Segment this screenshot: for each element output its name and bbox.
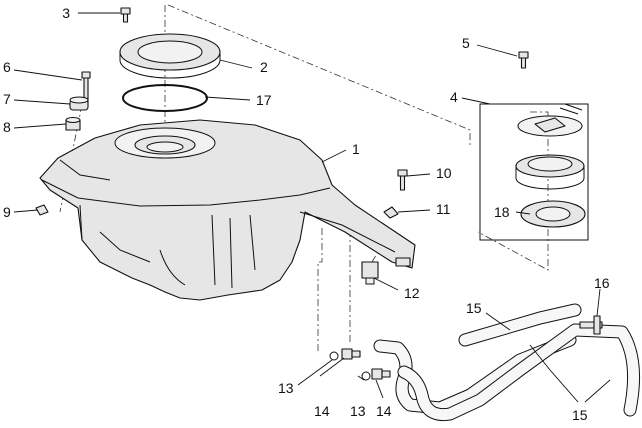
callout-14-right: 14	[376, 403, 392, 419]
hose-clamp-b	[361, 371, 371, 381]
callout-7: 7	[3, 91, 11, 107]
bush-8	[65, 117, 81, 131]
callout-16: 16	[594, 275, 610, 291]
o-ring	[122, 84, 208, 112]
callout-15-bottom: 15	[572, 407, 588, 423]
callout-10: 10	[436, 165, 452, 181]
callout-labels: 3 2 17 6 7 8 9 1 4 5 10 11 12 18 13 14 1…	[3, 5, 610, 423]
callout-13-left: 13	[278, 380, 294, 396]
callout-2: 2	[260, 59, 268, 75]
callout-17: 17	[256, 92, 272, 108]
fuel-hose-long	[397, 323, 641, 422]
callout-6: 6	[3, 59, 11, 75]
callout-18: 18	[494, 204, 510, 220]
fuel-hose-short	[373, 333, 577, 415]
callout-11: 11	[436, 201, 451, 217]
leader-lines	[13, 12, 611, 403]
fuel-tank	[39, 119, 416, 301]
callout-3: 3	[62, 5, 70, 21]
callout-15-top: 15	[466, 300, 482, 316]
callout-1: 1	[352, 141, 360, 157]
clip-9	[35, 204, 49, 216]
callout-4: 4	[450, 89, 458, 105]
fitting-b	[371, 368, 391, 380]
fuel-cap-assembly	[479, 51, 589, 241]
screw-10	[397, 169, 408, 191]
callout-9: 9	[3, 204, 11, 220]
callout-14-left: 14	[314, 403, 330, 419]
rubber-mount-12	[361, 261, 379, 285]
callout-12: 12	[404, 285, 420, 301]
screw-3	[120, 7, 131, 23]
fitting-a	[341, 348, 361, 360]
callout-8: 8	[3, 119, 11, 135]
callout-5: 5	[462, 35, 470, 51]
hose-clamp-a	[329, 351, 339, 361]
callout-13-right: 13	[350, 403, 366, 419]
flange-ring	[119, 33, 221, 79]
fuel-hose-upper	[458, 303, 582, 347]
spacer-7	[69, 96, 89, 111]
clip-11	[383, 206, 399, 219]
